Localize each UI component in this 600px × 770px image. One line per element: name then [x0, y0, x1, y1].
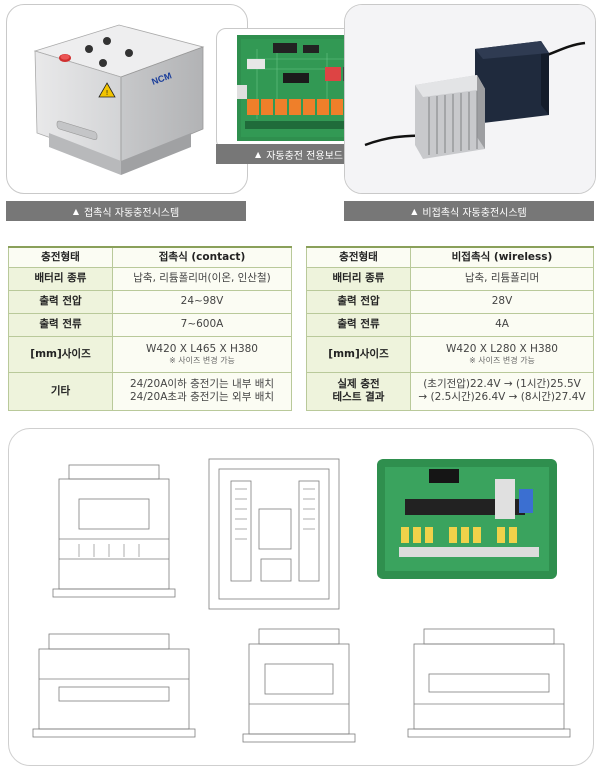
spec-label: 배터리 종류: [8, 266, 113, 291]
drawing-front-view-2: [242, 628, 356, 743]
spec-value-cell: 24/20A이하 충전기는 내부 배치 24/20A초과 충전기는 외부 배치: [112, 371, 292, 411]
spec-label: 충전형태: [8, 246, 113, 268]
spec-label: [mm]사이즈: [306, 335, 411, 373]
technical-drawings-image: [32, 458, 571, 743]
svg-text:!: !: [106, 89, 109, 97]
table-row: 실제 충전 테스트 결과 (초기전압)22.4V → (1시간)25.5V → …: [306, 371, 594, 411]
spec-value: 납축, 리튬폴리머(이온, 인산철): [112, 266, 292, 291]
spec-label: 기타: [8, 371, 113, 411]
spec-label: 배터리 종류: [306, 266, 411, 291]
spec-value-cell: W420 X L280 X H380 ※ 사이즈 변경 가능: [410, 335, 594, 373]
triangle-icon: ▲: [411, 206, 418, 216]
table-row: 출력 전압 24~98V: [8, 289, 292, 314]
contact-charger-box-image: ! NCM: [33, 24, 205, 175]
spec-value: 24/20A이하 충전기는 내부 배치: [129, 378, 275, 390]
drawing-front-view-1: [32, 633, 196, 738]
drawing-side-view: [52, 464, 176, 598]
wireless-system-caption: ▲비접촉식 자동충전시스템: [344, 201, 594, 221]
wireless-charger-image: [345, 5, 595, 193]
spec-value: 4A: [410, 312, 594, 337]
wireless-charger-photo-panel: [344, 4, 596, 194]
table-row: 출력 전압 28V: [306, 289, 594, 314]
spec-value-line2: 24/20A초과 충전기는 외부 배치: [129, 391, 275, 403]
spec-value: 접촉식 (contact): [112, 246, 292, 268]
drawing-top-view: [208, 458, 340, 610]
spec-value: 납축, 리튬폴리머: [410, 266, 594, 291]
spec-note: ※ 사이즈 변경 가능: [169, 355, 235, 365]
wireless-spec-table: 충전형태 비접촉식 (wireless) 배터리 종류 납축, 리튬폴리머 출력…: [306, 246, 594, 411]
spec-value: W420 X L465 X H380: [146, 342, 258, 355]
spec-value: 7~600A: [112, 312, 292, 337]
table-row: 충전형태 접촉식 (contact): [8, 246, 292, 268]
spec-label: 출력 전압: [8, 289, 113, 314]
spec-value-line2: → (2.5시간)26.4V → (8시간)27.4V: [418, 391, 586, 403]
triangle-icon: ▲: [255, 149, 262, 159]
triangle-icon: ▲: [72, 206, 79, 216]
spec-value: 28V: [410, 289, 594, 314]
drawings-panel: [8, 428, 594, 766]
spec-label: 출력 전압: [306, 289, 411, 314]
spec-label: 출력 전류: [306, 312, 411, 337]
table-row: 배터리 종류 납축, 리튬폴리머(이온, 인산철): [8, 266, 292, 291]
spec-label-line2: 테스트 결과: [332, 391, 385, 403]
spec-note: ※ 사이즈 변경 가능: [469, 355, 535, 365]
spec-label: [mm]사이즈: [8, 335, 113, 373]
spec-value: 24~98V: [112, 289, 292, 314]
contact-system-caption: ▲접촉식 자동충전시스템: [6, 201, 246, 221]
drawing-front-view-3: [407, 628, 571, 738]
spec-label: 출력 전류: [8, 312, 113, 337]
table-row: [mm]사이즈 W420 X L280 X H380 ※ 사이즈 변경 가능: [306, 335, 594, 373]
spec-value: W420 X L280 X H380: [446, 342, 558, 355]
board-assembly-photo: [377, 459, 557, 579]
contact-spec-table: 충전형태 접촉식 (contact) 배터리 종류 납축, 리튬폴리머(이온, …: [8, 246, 292, 411]
table-row: 기타 24/20A이하 충전기는 내부 배치 24/20A초과 충전기는 외부 …: [8, 371, 292, 411]
table-row: 출력 전류 4A: [306, 312, 594, 337]
spec-label-cell: 실제 충전 테스트 결과: [306, 371, 411, 411]
spec-label: 실제 충전: [337, 378, 380, 390]
spec-value: (초기전압)22.4V → (1시간)25.5V: [423, 378, 581, 390]
spec-label: 충전형태: [306, 246, 411, 268]
table-row: 배터리 종류 납축, 리튬폴리머: [306, 266, 594, 291]
table-row: 충전형태 비접촉식 (wireless): [306, 246, 594, 268]
contact-charger-photo-panel: ! NCM: [6, 4, 248, 194]
board-caption: ▲자동충전 전용보드: [216, 144, 382, 164]
table-row: 출력 전류 7~600A: [8, 312, 292, 337]
spec-value: 비접촉식 (wireless): [410, 246, 594, 268]
spec-value-cell: (초기전압)22.4V → (1시간)25.5V → (2.5시간)26.4V …: [410, 371, 594, 411]
table-row: [mm]사이즈 W420 X L465 X H380 ※ 사이즈 변경 가능: [8, 335, 292, 373]
spec-value-cell: W420 X L465 X H380 ※ 사이즈 변경 가능: [112, 335, 292, 373]
